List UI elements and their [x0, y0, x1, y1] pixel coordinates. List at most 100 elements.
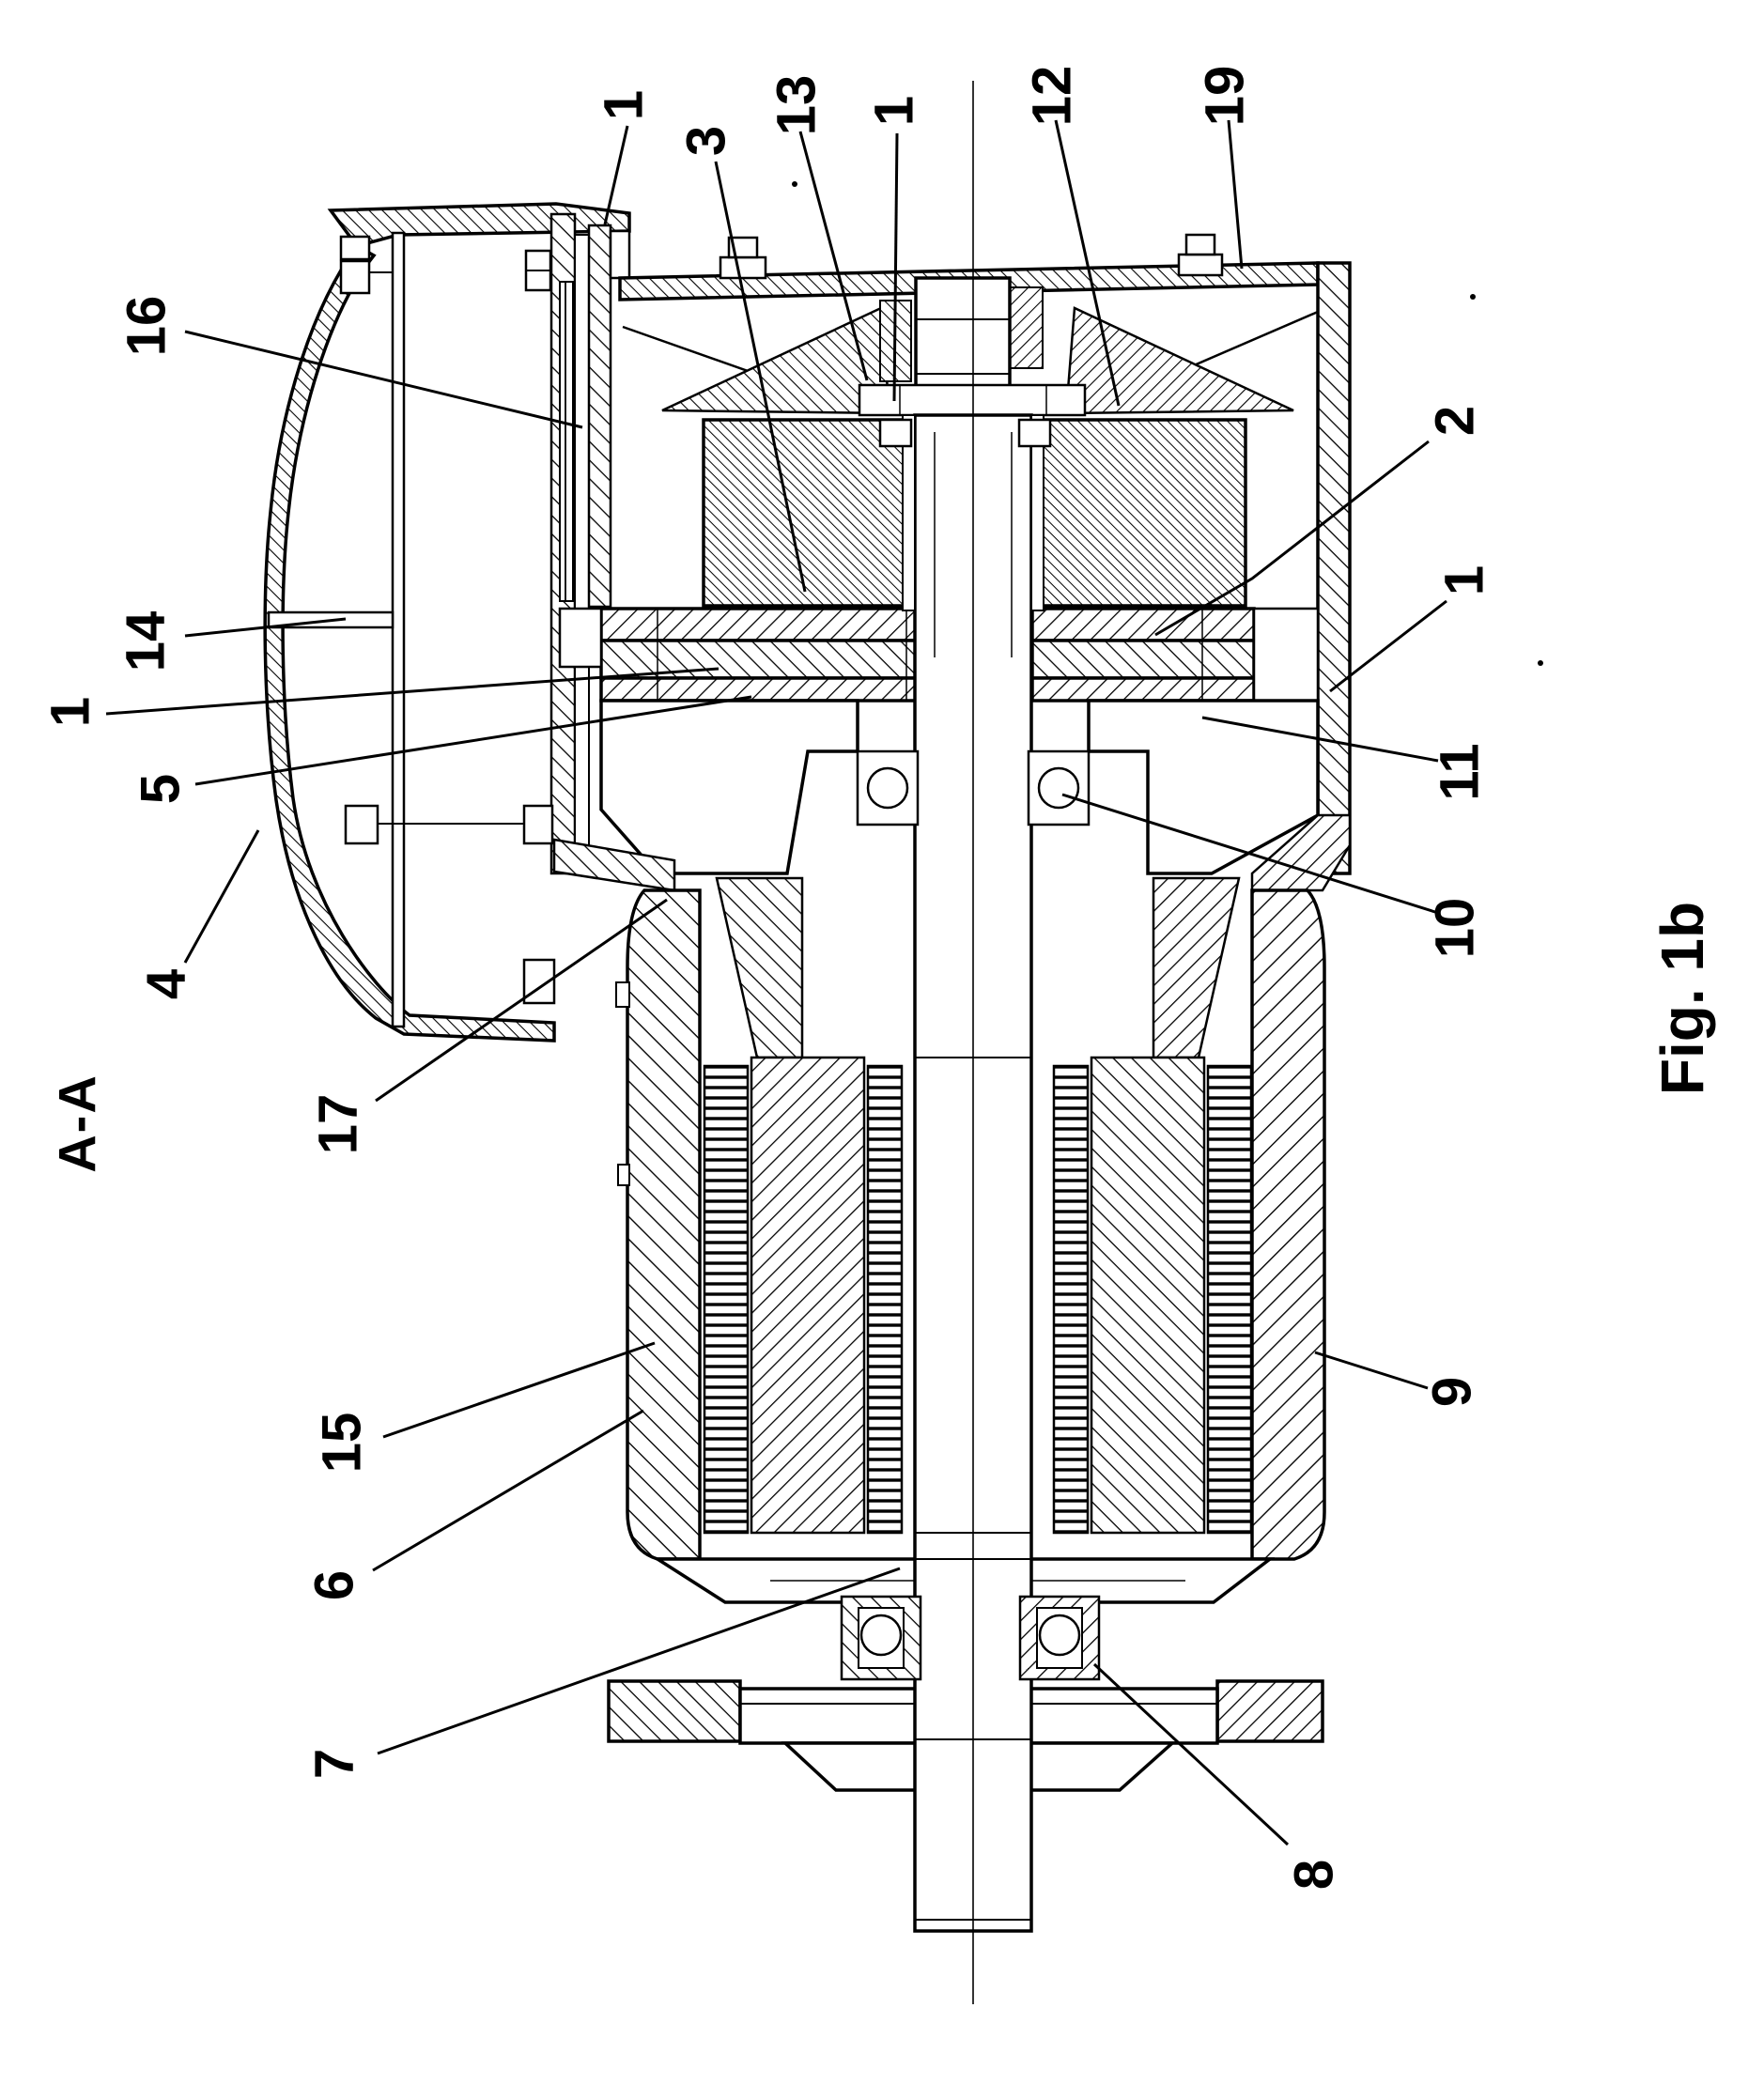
- end-winding-right: [1152, 876, 1241, 1059]
- winding-right-outer: [1206, 1064, 1253, 1535]
- leader-line-ref-5-13: [194, 695, 752, 786]
- ref-numeral-1-0: 1: [594, 90, 655, 120]
- right-wall-upper: [1316, 261, 1352, 875]
- leader-line-ref-1-8: [1329, 599, 1447, 693]
- cover-plate-gap: [574, 234, 590, 874]
- leader-line-ref-17-15: [375, 898, 668, 1103]
- flange-left-lug: [558, 607, 603, 669]
- ref-numeral-8-20: 8: [1284, 1860, 1345, 1890]
- stator-block-left: [702, 418, 906, 608]
- ref-numeral-1-3: 1: [864, 96, 925, 126]
- ref-numeral-15-16: 15: [312, 1413, 373, 1474]
- figure-caption: Fig. 1b: [1648, 902, 1716, 1095]
- ref-numeral-13-2: 13: [766, 75, 828, 136]
- leader-line-ref-9-19: [1314, 1351, 1429, 1390]
- ref-numeral-3-1: 3: [676, 126, 737, 156]
- left-end-cover: [263, 202, 631, 1042]
- leader-line-ref-14-11: [184, 617, 347, 638]
- lower-bearing: [840, 1595, 1101, 1681]
- upper-stator-blocks: [702, 418, 1247, 608]
- ref-numeral-12-4: 12: [1022, 66, 1083, 127]
- core-right: [1090, 1056, 1206, 1535]
- leader-line-ref-16-6: [184, 330, 583, 429]
- ref-numeral-19-5: 19: [1195, 66, 1256, 127]
- core-left: [750, 1056, 866, 1535]
- ref-numeral-10-10: 10: [1425, 898, 1486, 959]
- winding-left-outer: [703, 1064, 750, 1535]
- leader-line-ref-15-16: [382, 1341, 656, 1439]
- shaft-sleeve-left: [902, 414, 916, 611]
- ref-numeral-9-19: 9: [1422, 1377, 1483, 1407]
- leader-line-ref-11-9: [1201, 716, 1439, 763]
- motor-wall-left: [626, 888, 702, 1561]
- fan-cone-right: [1064, 306, 1294, 415]
- lower-bearing-ball-right: [1038, 1614, 1081, 1657]
- motor-internals: [703, 876, 1253, 1535]
- housing-transitions: [552, 813, 1352, 892]
- cover-screw-boss-bottom-1: [344, 804, 379, 845]
- motor-wall-tab-2: [617, 1164, 630, 1186]
- bearing-housing-right: [1087, 699, 1320, 875]
- leader-line-ref-10-10: [1061, 793, 1439, 915]
- scan-speck-1: [1470, 294, 1476, 300]
- cover-shell-band: [263, 243, 556, 1042]
- upper-bearing-ball-right: [1037, 766, 1080, 810]
- upper-bearing: [856, 749, 1091, 826]
- spacer-left: [878, 418, 913, 448]
- end-winding-left: [715, 876, 804, 1059]
- flange-right-ledge: [1252, 607, 1320, 703]
- cover-inner-plate: [391, 231, 406, 1028]
- leader-line-ref-6-17: [372, 1409, 644, 1572]
- cover-bolt-right-head: [1184, 233, 1216, 256]
- leader-line-ref-1-12: [105, 667, 720, 716]
- ref-numeral-17-15: 17: [308, 1094, 369, 1155]
- ref-numeral-14-11: 14: [116, 611, 177, 672]
- winding-right-inner: [1052, 1064, 1090, 1535]
- stator-block-right: [1025, 418, 1247, 608]
- motor-wall-tab-1: [615, 981, 630, 1008]
- scan-speck-2: [1538, 660, 1543, 666]
- motor-housing: [615, 888, 1326, 1561]
- cover-screw-boss-bottom-2: [522, 804, 554, 845]
- cover-lamination-plates: [559, 281, 574, 602]
- fan-hub-collar: [858, 383, 1087, 417]
- winding-left-inner: [866, 1064, 904, 1535]
- ref-numeral-16-6: 16: [116, 296, 178, 357]
- spacer-right: [1017, 418, 1052, 448]
- scan-speck-0: [792, 181, 797, 187]
- fan-hub-sleeve-right: [1007, 286, 1044, 369]
- leader-line-ref-13-2: [798, 131, 869, 381]
- ref-numeral-4-14: 4: [136, 969, 197, 999]
- cover-screw-boss-top-2: [339, 259, 371, 295]
- scan-specks: [792, 181, 1543, 666]
- leader-line-ref-12-4: [1054, 119, 1121, 407]
- cover-wall-hatched-b: [587, 224, 612, 609]
- shaft-sleeve-right: [1030, 414, 1044, 611]
- cover-screw-boss-top-1: [339, 235, 371, 261]
- section-title: A-A: [48, 1073, 107, 1173]
- ref-numeral-6-17: 6: [304, 1570, 365, 1600]
- ref-numeral-2-7: 2: [1425, 406, 1486, 436]
- bearing-housing-left: [599, 699, 859, 875]
- ref-numeral-11-9: 11: [1430, 743, 1491, 800]
- lower-bearing-ball-left: [859, 1614, 903, 1657]
- housing-right-wall: [1316, 261, 1352, 875]
- ref-numeral-7-18: 7: [304, 1749, 365, 1779]
- upper-bearing-ball-left: [866, 766, 909, 810]
- leader-line-ref-3-1: [714, 161, 807, 593]
- motor-wall-right: [1250, 888, 1326, 1561]
- leader-line-ref-2-7: [1154, 440, 1430, 637]
- cover-bolt-left-base: [719, 255, 767, 280]
- flange-tab-right: [1215, 1679, 1324, 1743]
- leader-line-ref-8-20: [1092, 1662, 1290, 1846]
- ref-numeral-1-8: 1: [1434, 565, 1495, 595]
- fan-cone-left: [661, 306, 891, 415]
- ref-numeral-1-12: 1: [40, 697, 101, 727]
- leader-line-ref-1-3: [892, 132, 899, 402]
- leader-line-ref-19-5: [1227, 119, 1244, 270]
- leader-line-ref-4-14: [183, 829, 260, 964]
- cover-bolt-right-base: [1177, 253, 1224, 277]
